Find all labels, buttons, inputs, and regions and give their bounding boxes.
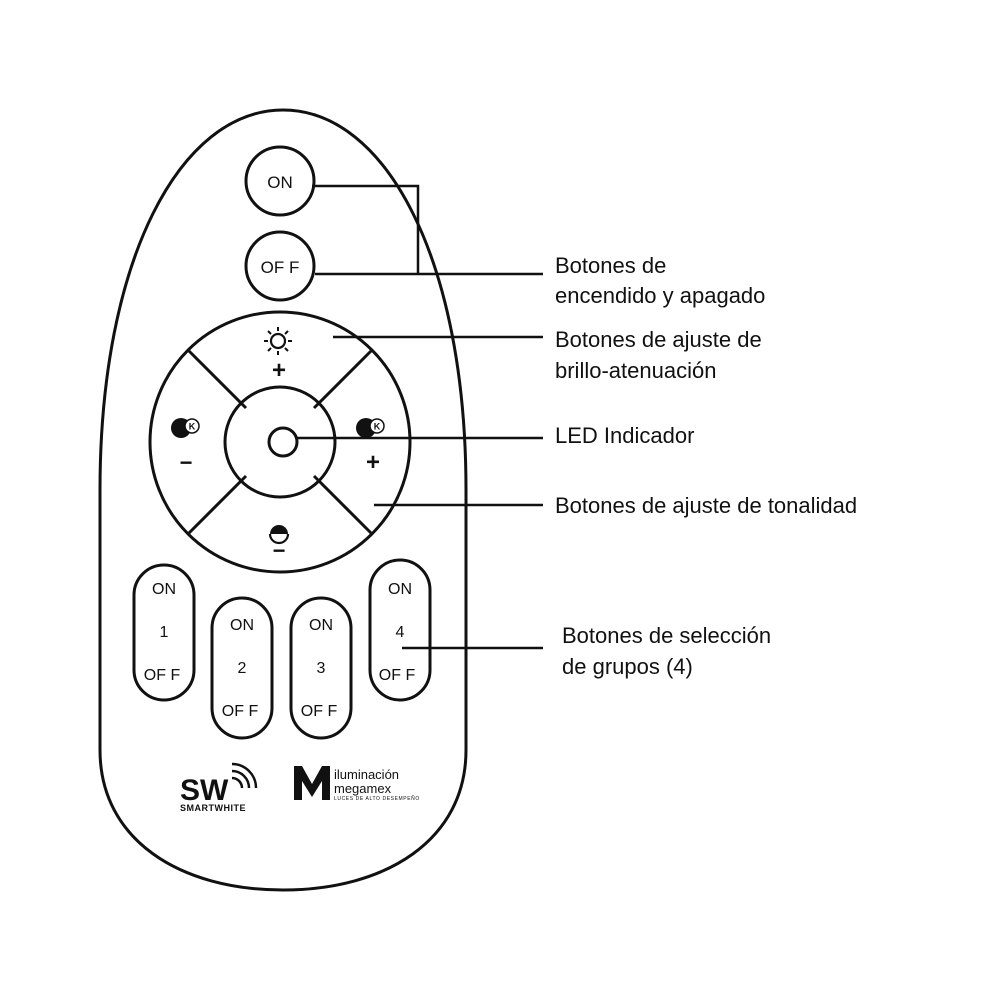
smartwhite-logo: SW SMARTWHITE [180, 762, 258, 813]
group-1-button[interactable]: ON 1 OF F [132, 563, 196, 702]
group-4-off-label: OF F [379, 667, 416, 684]
callout-brightness: Botones de ajuste de brillo-atenuación [555, 327, 762, 383]
callout-power: Botones de encendido y apagado [555, 253, 765, 308]
sw-mark: SW [180, 774, 229, 807]
kelvin-letter-left: K [189, 422, 196, 432]
group-2-on-label: ON [230, 617, 254, 634]
dial-ring [148, 310, 412, 574]
tone-minus-button[interactable]: K − [171, 418, 200, 475]
group-4-button[interactable]: ON 4 OF F [368, 558, 432, 702]
group-1-off-label: OF F [144, 667, 181, 684]
group-4-on-label: ON [388, 581, 412, 598]
group-4-number: 4 [396, 624, 405, 641]
kelvin-icon: K [171, 418, 200, 438]
kelvin-icon: K [356, 418, 385, 438]
callout-led: LED Indicador [555, 423, 694, 448]
brightness-up-button[interactable]: + [264, 327, 292, 384]
leader-lines [297, 184, 543, 650]
group-3-off-label: OF F [301, 703, 338, 720]
group-2-button[interactable]: ON 2 OF F [210, 596, 274, 740]
callout-groups-line1: Botones de selección [562, 623, 771, 648]
tone-plus-symbol: + [366, 449, 380, 476]
sw-sub-white: WHITE [215, 803, 247, 813]
callout-tone-line1: Botones de ajuste de tonalidad [555, 493, 857, 518]
tone-plus-button[interactable]: K + [356, 418, 385, 476]
led-indicator [267, 426, 299, 458]
svg-text:SMARTWHITE: SMARTWHITE [180, 803, 246, 813]
callout-brightness-line1: Botones de ajuste de [555, 327, 762, 352]
brightness-down-button[interactable]: − [268, 525, 290, 563]
group-3-button[interactable]: ON 3 OF F [289, 596, 353, 740]
callout-power-line2: encendido y apagado [555, 283, 765, 308]
group-1-on-label: ON [152, 581, 176, 598]
callout-brightness-line2: brillo-atenuación [555, 358, 716, 383]
brightness-plus-symbol: + [272, 357, 286, 384]
dial [148, 310, 412, 574]
group-2-off-label: OF F [222, 703, 259, 720]
group-2-number: 2 [238, 660, 247, 677]
sun-icon [264, 327, 292, 355]
megamex-tagline: LUCES DE ALTO DESEMPEÑO [334, 795, 420, 802]
megamex-m-icon [294, 766, 330, 800]
tone-minus-symbol: − [180, 450, 193, 475]
callout-groups: Botones de selección de grupos (4) [562, 623, 771, 679]
dim-icon [268, 525, 290, 545]
off-button[interactable]: OF F [244, 230, 316, 302]
brightness-minus-symbol: − [273, 538, 286, 563]
on-button-label: ON [267, 173, 293, 192]
sw-sub-smart: SMART [180, 803, 215, 813]
dial-center [223, 385, 337, 499]
group-3-on-label: ON [309, 617, 333, 634]
megamex-line1: iluminación [334, 767, 399, 782]
callout-tone: Botones de ajuste de tonalidad [555, 493, 857, 518]
remote-body [98, 108, 468, 892]
group-1-number: 1 [160, 624, 169, 641]
callout-power-line1: Botones de [555, 253, 666, 278]
off-button-label: OF F [261, 258, 300, 277]
signal-icon [231, 776, 244, 789]
kelvin-letter-right: K [374, 422, 381, 432]
megamex-logo: iluminación megamex LUCES DE ALTO DESEMP… [294, 766, 420, 802]
group-3-number: 3 [317, 660, 326, 677]
callout-groups-line2: de grupos (4) [562, 654, 693, 679]
callout-led-line1: LED Indicador [555, 423, 694, 448]
megamex-line2: megamex [334, 781, 392, 796]
on-button[interactable]: ON [244, 145, 316, 217]
